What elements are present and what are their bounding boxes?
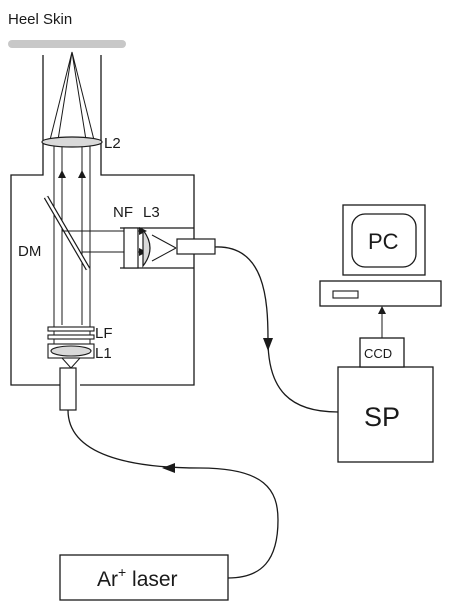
fiber-left-arrow — [162, 463, 175, 473]
up-arrow-2 — [78, 170, 86, 178]
lens-l2 — [41, 136, 103, 148]
ccd-camera — [359, 337, 405, 368]
dm-label: DM — [18, 243, 41, 260]
fiber-down-arrow — [263, 338, 273, 351]
laser-filter-plate-1 — [47, 326, 95, 332]
l2-label: L2 — [104, 135, 121, 152]
l3-label: L3 — [143, 204, 160, 221]
notch-filter — [123, 227, 139, 269]
collection-fiber — [214, 246, 339, 413]
lens-l1 — [50, 345, 92, 357]
excitation-fiber — [67, 409, 279, 579]
nf-label: NF — [113, 204, 133, 221]
sp-label: SP — [364, 402, 400, 432]
laser-label: Ar+ laser — [97, 564, 178, 591]
lens-l3 — [142, 228, 151, 268]
heel-skin-surface — [8, 40, 126, 48]
heel-skin-label: Heel Skin — [8, 11, 72, 28]
pc-label: PC — [368, 229, 399, 254]
argon-laser — [59, 554, 229, 601]
spectrometer — [337, 366, 434, 463]
probe-housing — [10, 55, 195, 386]
l1-label: L1 — [95, 345, 112, 362]
focus-cone — [49, 51, 95, 141]
collection-fiber-connector — [176, 238, 216, 255]
excitation-fiber-connector — [59, 367, 77, 411]
ccd-label: CCD — [364, 346, 392, 361]
disk-drive-slot — [332, 290, 359, 299]
pc-screen — [351, 213, 417, 268]
up-arrow-1 — [58, 170, 66, 178]
lf-label: LF — [95, 325, 113, 342]
laser-filter-plate-2 — [47, 334, 95, 340]
